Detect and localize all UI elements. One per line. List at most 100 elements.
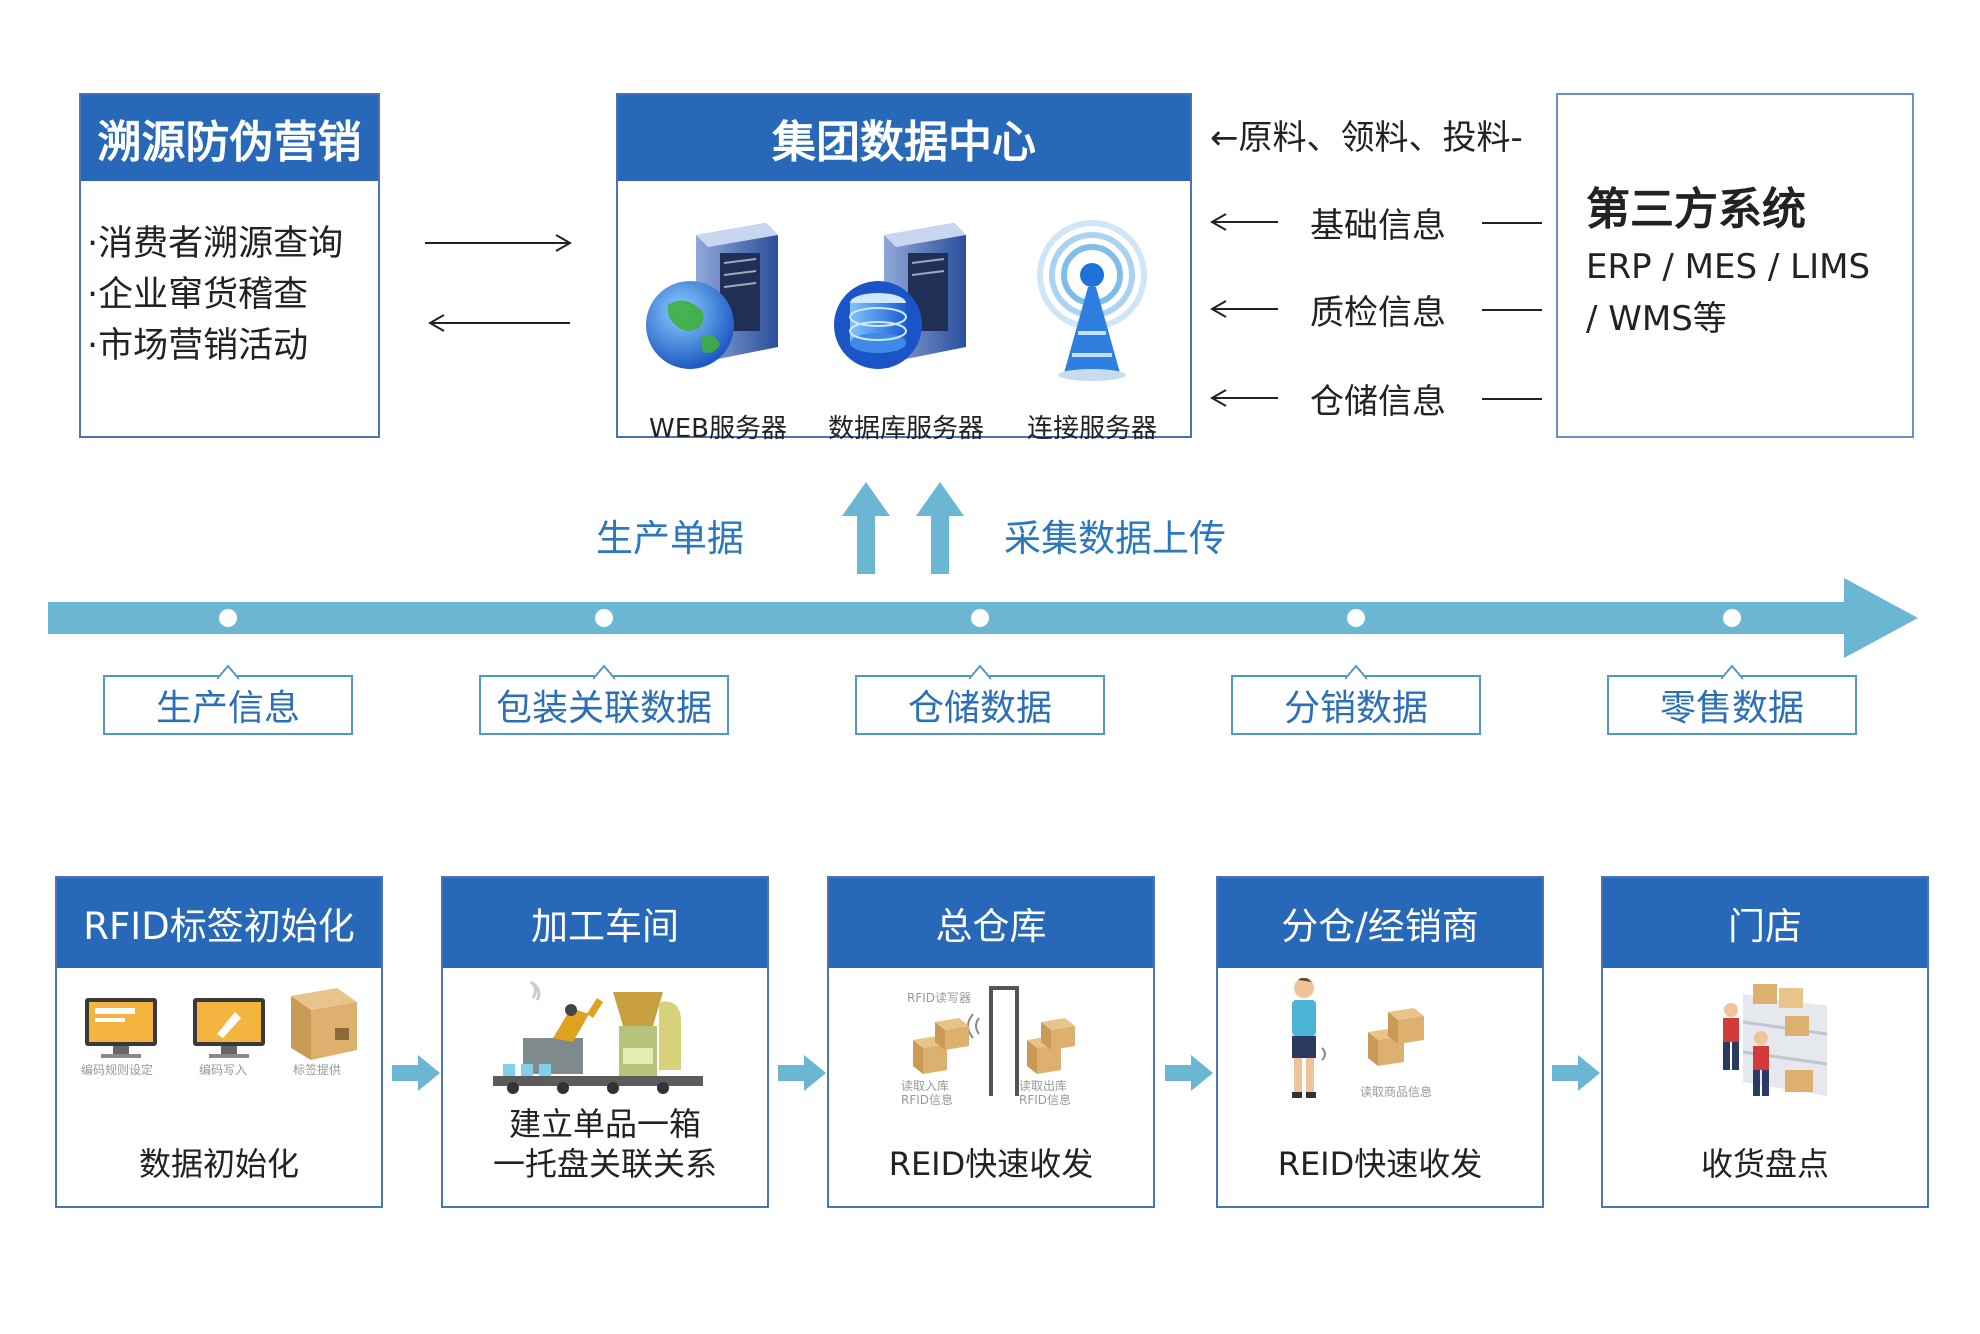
stage-storage-data: 仓储数据: [855, 664, 1105, 735]
trace-item-marketing: ·市场营销活动: [87, 326, 309, 366]
stage-retail-data: 零售数据: [1607, 664, 1857, 735]
input-basic-info: 基础信息: [1310, 206, 1446, 246]
stage-distribution-data: 分销数据: [1231, 664, 1481, 735]
workers-icon: [1723, 1003, 1769, 1096]
store-illustration: [1723, 984, 1828, 1096]
flow-arrow-icon: [392, 1055, 440, 1091]
trace-marketing-box: 溯源防伪营销 ·消费者溯源查询 ·企业窜货稽查 ·市场营销活动: [79, 93, 380, 438]
trace-exchange-arrows: [425, 234, 573, 332]
third-party-systems: ERP / MES / LIMS / WMS等: [1586, 247, 1871, 339]
flow-arrow-icon: [778, 1055, 826, 1091]
svg-text:编码写入: 编码写入: [199, 1062, 247, 1077]
input-quality-info: 质检信息: [1310, 293, 1446, 333]
database-server-label: 数据库服务器: [827, 414, 984, 444]
connection-server: 连接服务器: [1002, 215, 1182, 445]
svg-text:RFID信息: RFID信息: [901, 1092, 953, 1107]
timeline-node: [219, 609, 237, 627]
arrow-left-icon: [1210, 300, 1278, 318]
process-rfid-init-title: RFID标签初始化: [57, 878, 381, 968]
up-arrow-icon: [916, 482, 964, 574]
web-server-label: WEB服务器: [649, 414, 787, 444]
input-storage-info-line: [1482, 398, 1542, 400]
input-basic-info-line: [1482, 222, 1542, 224]
monitor-icon: 编码规则设定: [81, 998, 157, 1077]
timeline-node: [1723, 609, 1741, 627]
web-server: WEB服务器: [628, 215, 808, 445]
svg-text:RFID读写器: RFID读写器: [907, 991, 971, 1005]
web-server-globe-icon: [646, 223, 778, 369]
arrow-left-icon: [427, 314, 570, 332]
arrow-left-icon: [1210, 213, 1278, 231]
process-main-warehouse-title: 总仓库: [829, 878, 1153, 968]
timeline-node: [595, 609, 613, 627]
upload-arrows: [842, 482, 964, 574]
process-dealer-title: 分仓/经销商: [1218, 878, 1542, 968]
third-party-title: 第三方系统: [1586, 184, 1806, 235]
process-workshop: 加工车间 建立单品一箱 一托盘关联关系: [441, 876, 769, 1208]
flow-arrow-icon: [1165, 1055, 1213, 1091]
warehouse-illustration: RFID读写器 读取入库 RFID信息 读取出库 RFID信息: [901, 986, 1075, 1107]
trace-item-consumer: ·消费者溯源查询: [87, 224, 344, 264]
database-server-icon: [834, 223, 966, 369]
process-store-title: 门店: [1603, 878, 1927, 968]
production-docs-label: 生产单据: [596, 517, 744, 560]
person-icon: [1292, 978, 1326, 1098]
input-storage-info: 仓储信息: [1310, 382, 1446, 422]
svg-text:读取出库: 读取出库: [1019, 1078, 1067, 1093]
stage-retail-data-label: 零售数据: [1659, 688, 1804, 729]
stage-distribution-data-label: 分销数据: [1283, 688, 1428, 729]
process-store: 门店 收货盘点: [1601, 876, 1929, 1208]
boxes-out-icon: 读取出库 RFID信息: [1019, 1018, 1075, 1107]
svg-text:编码规则设定: 编码规则设定: [81, 1062, 153, 1077]
stage-production-info: 生产信息: [103, 664, 353, 735]
flow-arrow-icon: [1552, 1055, 1600, 1091]
monitor-write-icon: 编码写入: [193, 998, 265, 1077]
trace-marketing-title: 溯源防伪营销: [81, 95, 378, 181]
process-store-caption: 收货盘点: [1700, 1145, 1829, 1183]
process-dealer-caption: REID快速收发: [1277, 1145, 1483, 1183]
cardboard-box-icon: 标签提供: [291, 988, 357, 1077]
input-quality-info-line: [1482, 309, 1542, 311]
trace-marketing-list: ·消费者溯源查询 ·企业窜货稽查 ·市场营销活动: [87, 219, 343, 372]
timeline-node: [971, 609, 989, 627]
factory-machine-icon: [493, 980, 703, 1094]
workshop-illustration: [493, 980, 703, 1094]
boxes-stack-icon: 读取商品信息: [1360, 1008, 1432, 1099]
svg-text:标签提供: 标签提供: [293, 1062, 341, 1077]
stage-storage-data-label: 仓储数据: [907, 688, 1052, 729]
svg-text:读取商品信息: 读取商品信息: [1360, 1084, 1432, 1099]
data-center-box: 集团数据中心 WEB服务器: [616, 93, 1192, 444]
process-workshop-caption-line2: 一托盘关联关系: [492, 1145, 717, 1183]
rfid-init-illustration: 编码规则设定 编码写入 标签提供: [81, 988, 357, 1077]
stage-production-info-label: 生产信息: [155, 688, 300, 729]
process-main-warehouse: 总仓库 RFID读写器 读取入库 RFID信息 读取出库: [827, 876, 1155, 1208]
rfid-gate-icon: [967, 986, 1019, 1096]
arrow-right-icon: [425, 234, 573, 252]
trace-item-audit: ·企业窜货稽查: [87, 275, 309, 315]
input-raw-materials: ←原料、领料、投料-: [1210, 118, 1523, 158]
database-server: 数据库服务器: [816, 215, 996, 445]
collect-upload-label: 采集数据上传: [1004, 517, 1226, 560]
dealer-illustration: 读取商品信息: [1292, 978, 1432, 1099]
svg-text:读取入库: 读取入库: [901, 1078, 949, 1093]
timeline-arrow: [48, 578, 1918, 658]
arrow-left-icon: [1210, 389, 1278, 407]
svg-text:RFID信息: RFID信息: [1019, 1092, 1071, 1107]
boxes-in-icon: 读取入库 RFID信息: [901, 1018, 969, 1107]
up-arrow-icon: [842, 482, 890, 574]
process-rfid-init: RFID标签初始化 编码规则设定 编码写入 标签提供 数据初始化: [55, 876, 383, 1208]
wireless-tower-icon: [1037, 220, 1147, 381]
data-center-title: 集团数据中心: [618, 95, 1190, 181]
process-workshop-title: 加工车间: [443, 878, 767, 968]
process-dealer: 分仓/经销商 读取商品信息 REID快速收发: [1216, 876, 1544, 1208]
process-main-warehouse-caption: REID快速收发: [888, 1145, 1094, 1183]
connection-server-label: 连接服务器: [1026, 414, 1157, 444]
third-party-box: 第三方系统 ERP / MES / LIMS / WMS等: [1556, 93, 1914, 438]
process-rfid-init-caption: 数据初始化: [138, 1145, 299, 1183]
input-arrows: [1210, 213, 1278, 407]
process-workshop-caption-line1: 建立单品一箱: [508, 1105, 701, 1143]
timeline-node: [1347, 609, 1365, 627]
process-workshop-caption: 建立单品一箱 一托盘关联关系: [443, 1104, 767, 1184]
stage-packaging-data: 包装关联数据: [479, 664, 729, 735]
stage-packaging-data-label: 包装关联数据: [495, 688, 712, 729]
